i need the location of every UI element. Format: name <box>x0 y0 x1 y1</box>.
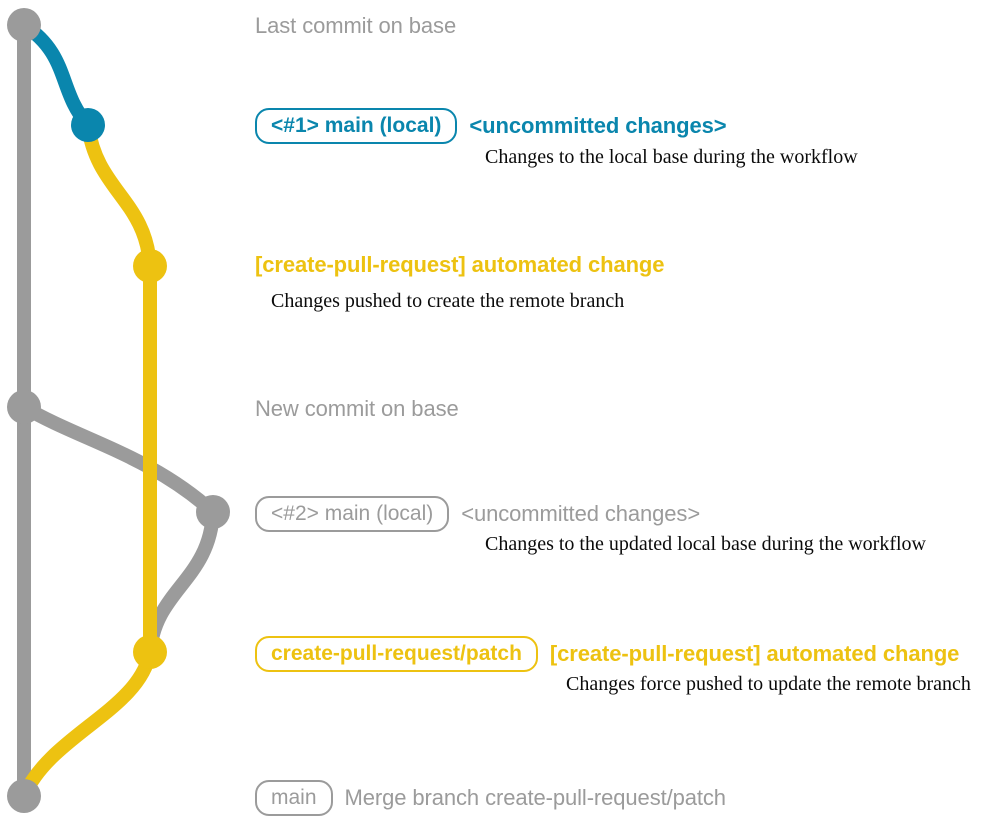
branch-tag-main[interactable]: main <box>255 780 333 816</box>
edge-local1-to-patch1 <box>81 118 157 273</box>
commit-note: Changes force pushed to update the remot… <box>566 673 971 695</box>
commit-note: Changes to the local base during the wor… <box>485 146 858 168</box>
commit-subject: [create-pull-request] automated change <box>255 252 665 277</box>
commit-subject: Last commit on base <box>255 13 457 38</box>
branch-tag-main-local-2[interactable]: <#2> main (local) <box>255 496 450 532</box>
edge-base-to-local1 <box>17 18 95 132</box>
edge-base-to-local2 <box>17 400 220 519</box>
commit-note: Changes to the updated local base during… <box>485 533 926 555</box>
commit-entry-last-commit-on-base: Last commit on base <box>255 13 456 39</box>
commit-node-local-1[interactable] <box>71 108 105 142</box>
commit-entry-uncommitted-changes-2: <#2> main (local) <uncommitted changes> <box>255 496 700 532</box>
commit-node-merge[interactable] <box>7 779 41 813</box>
commit-entry-automated-change-1: [create-pull-request] automated change <box>255 252 664 278</box>
edge-local2-to-patch2 <box>143 505 220 659</box>
edge-patch-merge-to-base <box>17 645 157 803</box>
commit-subject: [create-pull-request] automated change <box>549 641 960 666</box>
commit-note: Changes pushed to create the remote bran… <box>271 290 625 312</box>
commit-entry-new-commit-on-base: New commit on base <box>255 396 459 422</box>
commit-node-base-last[interactable] <box>7 8 41 42</box>
commit-node-patch-2[interactable] <box>133 635 167 669</box>
commit-entry-merge-branch: main Merge branch create-pull-request/pa… <box>255 780 726 816</box>
commit-nodes <box>7 8 230 813</box>
commit-subject: <uncommitted changes> <box>469 113 727 138</box>
commit-node-patch-1[interactable] <box>133 249 167 283</box>
branch-tag-create-pull-request-patch[interactable]: create-pull-request/patch <box>255 636 538 672</box>
commit-node-base-new[interactable] <box>7 390 41 424</box>
commit-entry-automated-change-2: create-pull-request/patch [create-pull-r… <box>255 636 959 672</box>
commit-entry-uncommitted-changes-1: <#1> main (local) <uncommitted changes> <box>255 108 727 144</box>
commit-subject: New commit on base <box>255 396 459 421</box>
branch-tag-main-local-1[interactable]: <#1> main (local) <box>255 108 458 144</box>
commit-subject: <uncommitted changes> <box>461 501 701 526</box>
commit-node-local-2[interactable] <box>196 495 230 529</box>
commit-subject: Merge branch create-pull-request/patch <box>344 785 727 810</box>
